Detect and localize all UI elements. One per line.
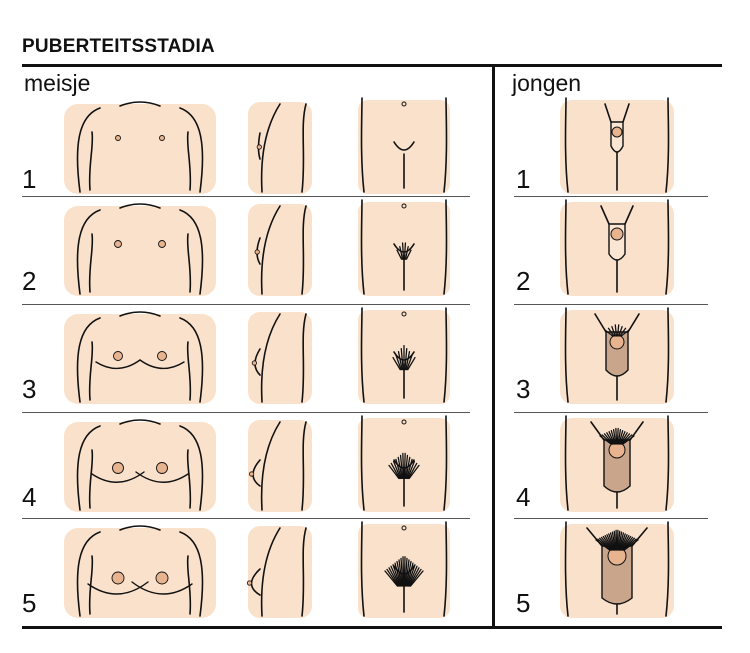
torso-front-icon <box>64 101 216 194</box>
column-divider <box>492 64 495 629</box>
navel <box>401 419 407 425</box>
bottom-rule <box>22 626 722 629</box>
navel <box>401 311 407 317</box>
girl-row-divider <box>22 412 470 413</box>
nipple-left <box>112 462 124 474</box>
navel <box>401 525 407 531</box>
nipple-side <box>256 144 262 150</box>
page-title: PUBERTEITSSTADIA <box>22 36 215 57</box>
boy-row-divider <box>514 196 708 197</box>
pubic-hair <box>604 324 630 337</box>
pubic-hair <box>388 452 420 480</box>
torso-front-icon <box>64 203 216 296</box>
pubic-hair <box>396 242 412 260</box>
navel <box>401 101 407 107</box>
girl-row-divider <box>22 304 470 305</box>
boy-row-divider <box>514 518 708 519</box>
genital-front-icon <box>560 521 674 618</box>
genital-front-icon <box>560 307 674 404</box>
girl-row-divider <box>22 518 470 519</box>
torso-front-icon <box>64 525 216 618</box>
torso-side-icon <box>248 102 312 194</box>
torso-side-icon <box>248 204 312 296</box>
nipple-left <box>113 351 123 361</box>
girl-stage-number: 4 <box>22 482 37 512</box>
pelvis-front-icon <box>358 415 450 512</box>
boy-stage-number: 5 <box>516 588 531 618</box>
pubic-hair <box>595 529 639 551</box>
nipple-left <box>114 240 122 248</box>
nipple-right <box>157 351 167 361</box>
nipple-side <box>246 580 253 586</box>
navel <box>401 203 407 209</box>
boy-stage-number: 4 <box>516 482 531 512</box>
genital-front-icon <box>560 415 674 512</box>
boy-stage-number: 2 <box>516 266 531 296</box>
nipple-right <box>155 571 169 585</box>
glans <box>610 227 624 241</box>
torso-side-icon <box>248 312 312 404</box>
nipple-right <box>158 240 166 248</box>
girl-column-header: meisje <box>24 70 91 96</box>
pelvis-front-icon <box>358 521 450 618</box>
girl-stage-number: 3 <box>22 374 37 404</box>
girl-stage-number: 2 <box>22 266 37 296</box>
girl-stage-number: 1 <box>22 164 37 194</box>
nipple-side <box>254 249 260 255</box>
boy-row-divider <box>514 412 708 413</box>
genital-front-icon <box>560 97 674 194</box>
nipple-left <box>115 135 121 141</box>
torso-side-icon <box>248 420 312 512</box>
glans <box>611 126 623 138</box>
nipple-right <box>156 462 168 474</box>
genital-front-icon <box>560 199 674 296</box>
boy-row-divider <box>514 304 708 305</box>
torso-front-icon <box>64 311 216 404</box>
girl-stage-number: 5 <box>22 588 37 618</box>
nipple-side <box>251 360 257 366</box>
torso-side-icon <box>246 526 312 618</box>
girl-row-divider <box>22 196 470 197</box>
pubic-hair <box>384 556 424 587</box>
pelvis-front-icon <box>358 97 450 194</box>
boy-stage-number: 3 <box>516 374 531 404</box>
torso-front-icon <box>64 419 216 512</box>
pubic-hair <box>392 344 416 371</box>
pubic-hair <box>599 427 635 445</box>
pelvis-front-icon <box>358 307 450 404</box>
nipple-right <box>159 135 165 141</box>
boy-stage-number: 1 <box>516 164 531 194</box>
nipple-side <box>249 471 255 477</box>
boy-column-header: jongen <box>512 70 582 96</box>
nipple-left <box>111 571 125 585</box>
glans <box>609 334 625 350</box>
pelvis-front-icon <box>358 199 450 296</box>
top-rule <box>22 64 722 67</box>
